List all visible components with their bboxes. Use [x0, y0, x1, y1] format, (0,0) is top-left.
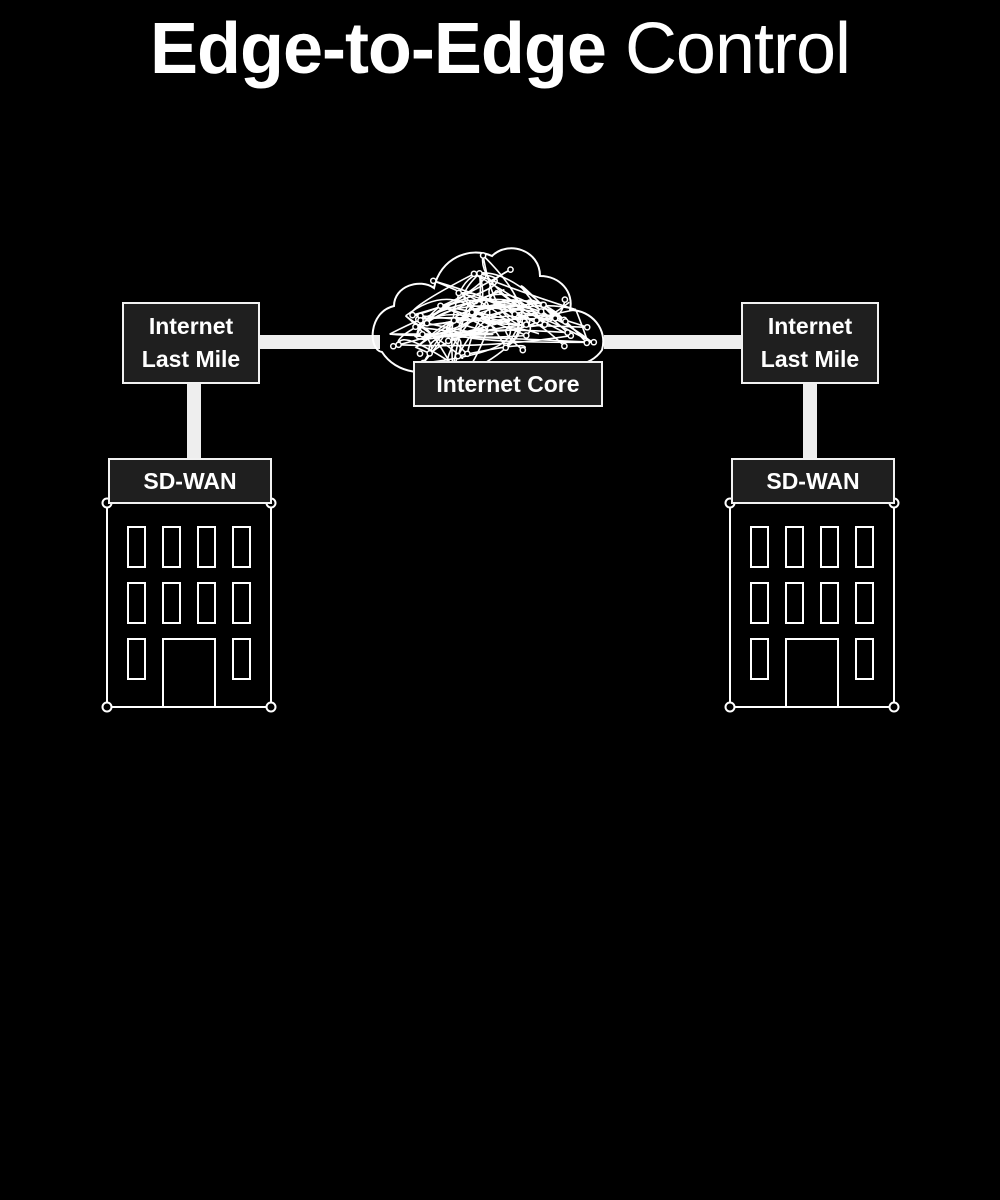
- title-bold: Edge-to-Edge: [149, 9, 607, 89]
- left-last-mile-box: Internet Last Mile: [122, 302, 260, 384]
- cloud-mesh-strand: [458, 292, 520, 374]
- internet-core-label: Internet Core: [436, 370, 580, 397]
- cloud-mesh-node: [444, 337, 452, 345]
- cloud-mesh-node: [561, 296, 569, 303]
- cloud-mesh-node: [522, 332, 530, 339]
- cloud-mesh-node: [541, 321, 549, 328]
- cloud-mesh-node: [583, 323, 591, 331]
- cloud-mesh-strand: [458, 292, 491, 374]
- cloud-mesh-strand: [426, 305, 588, 329]
- title-light: Control: [624, 9, 851, 89]
- left-last-mile-line2: Last Mile: [141, 346, 241, 372]
- cloud-mesh-node: [437, 302, 444, 310]
- cloud-mesh-strand: [415, 272, 487, 328]
- left-last-mile-line1: Internet: [148, 313, 234, 339]
- cloud-mesh-strand: [398, 334, 571, 347]
- cloud-mesh-node: [450, 317, 458, 324]
- link-left-lastmile-to-sdwan: [187, 382, 201, 460]
- link-left-lastmile-to-core: [258, 335, 380, 349]
- link-right-lastmile-to-sdwan: [803, 382, 817, 460]
- left-sdwan-label: SD-WAN: [143, 467, 237, 494]
- left-sdwan-box: SD-WAN: [108, 458, 272, 504]
- cloud-mesh-strand: [504, 326, 540, 351]
- cloud-mesh-node: [455, 289, 463, 297]
- right-last-mile-line2: Last Mile: [760, 346, 860, 372]
- cloud-mesh-node: [412, 323, 419, 331]
- cloud-mesh-strand: [457, 293, 569, 334]
- diagram-title: Edge-to-Edge Control: [0, 4, 1000, 94]
- link-core-to-right-lastmile: [604, 335, 744, 349]
- cloud-mesh-node: [426, 350, 434, 357]
- cloud-mesh-node: [417, 317, 424, 324]
- cloud-mesh-node: [468, 308, 476, 316]
- cloud-mesh-node: [511, 310, 519, 318]
- cloud-mesh-node: [479, 252, 487, 259]
- cloud-mesh-node: [564, 329, 571, 336]
- cloud-mesh-node: [519, 346, 527, 354]
- cloud-mesh-node: [540, 301, 547, 309]
- cloud-mesh-node: [419, 330, 426, 338]
- right-sdwan-box: SD-WAN: [731, 458, 895, 504]
- cloud-mesh-node: [423, 319, 431, 327]
- cloud-mesh-node: [561, 342, 568, 350]
- cloud-mesh-node: [507, 266, 514, 273]
- cloud-mesh-node: [416, 350, 424, 357]
- office-building-icon: [724, 497, 900, 713]
- cloud-mesh-node: [389, 342, 397, 350]
- cloud-mesh-node: [522, 321, 530, 328]
- cloud-mesh-node: [454, 352, 462, 360]
- cloud-mesh-node: [409, 311, 416, 319]
- internet-core-box: Internet Core: [413, 361, 603, 407]
- cloud-mesh-node: [476, 270, 483, 277]
- cloud-mesh-node: [502, 344, 510, 352]
- office-building-icon: [101, 497, 277, 713]
- cloud-mesh-node: [562, 318, 569, 325]
- cloud-mesh-node: [463, 350, 471, 358]
- cloud-mesh-node: [537, 308, 545, 315]
- cloud-mesh-node: [551, 314, 559, 322]
- right-last-mile-box: Internet Last Mile: [741, 302, 879, 384]
- right-sdwan-label: SD-WAN: [766, 467, 860, 494]
- cloud-mesh-strand: [415, 305, 498, 335]
- right-last-mile-line1: Internet: [767, 313, 853, 339]
- cloud-mesh-strand: [414, 335, 593, 343]
- cloud-mesh-node: [583, 339, 591, 347]
- cloud-mesh-node: [590, 338, 598, 346]
- cloud-mesh-strand: [416, 326, 454, 369]
- cloud-mesh-node: [429, 277, 437, 285]
- cloud-mesh-node: [533, 317, 540, 324]
